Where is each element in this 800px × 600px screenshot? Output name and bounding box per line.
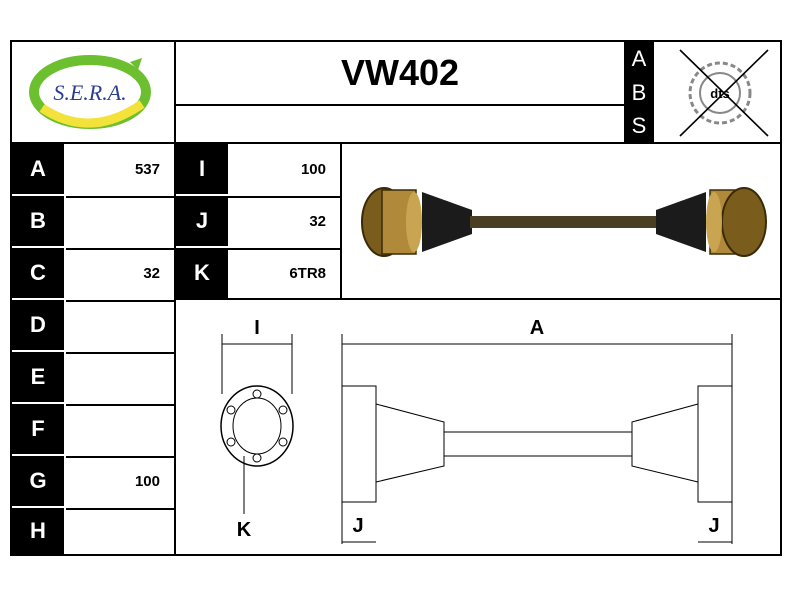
dim-label-a: A: [530, 317, 544, 339]
dim-label-k: K: [237, 519, 252, 541]
row-value-f: [66, 404, 174, 454]
abs-letter-a: A: [624, 42, 654, 76]
row-label-d: D: [12, 300, 64, 350]
abs-no-icon: dts: [660, 46, 778, 140]
row-value-k: 6TR8: [289, 264, 326, 282]
row-value-i: 100: [300, 160, 326, 178]
row-label-j: J: [176, 196, 228, 246]
row-label-e: E: [12, 352, 64, 402]
row-label-a: A: [12, 144, 64, 194]
dim-label-j-left: J: [352, 515, 363, 537]
row-value-e: [66, 352, 174, 402]
row-value-h: [66, 508, 174, 554]
row-label-k: K: [176, 248, 228, 298]
brand-logo-text: S.E.R.A.: [53, 80, 126, 105]
dim-label-j-right: J: [708, 515, 719, 537]
row-label-b: B: [12, 196, 64, 246]
row-label-f: F: [12, 404, 64, 454]
part-number-title: VW402: [340, 52, 460, 93]
row-value-d: [66, 300, 174, 350]
drive-shaft-photo: [352, 152, 776, 292]
abs-logo-text: dts: [710, 86, 730, 101]
row-value-c: 32: [143, 264, 160, 282]
row-value-b: [66, 196, 174, 246]
dimension-diagram: I K A J J: [182, 304, 778, 554]
abs-letter-s: S: [624, 110, 654, 142]
product-sheet: S.E.R.A. VW402 A B S dts A 537 B C 32 D …: [10, 40, 782, 556]
brand-logo: S.E.R.A.: [12, 42, 174, 142]
row-label-g: G: [12, 456, 64, 506]
row-value-g: 100: [134, 472, 160, 490]
dim-label-i: I: [254, 317, 260, 339]
row-label-h: H: [12, 508, 64, 554]
row-value-a: 537: [134, 160, 160, 178]
abs-letter-b: B: [624, 76, 654, 110]
row-label-i: I: [176, 144, 228, 194]
row-value-j: 32: [309, 212, 326, 230]
row-label-c: C: [12, 248, 64, 298]
